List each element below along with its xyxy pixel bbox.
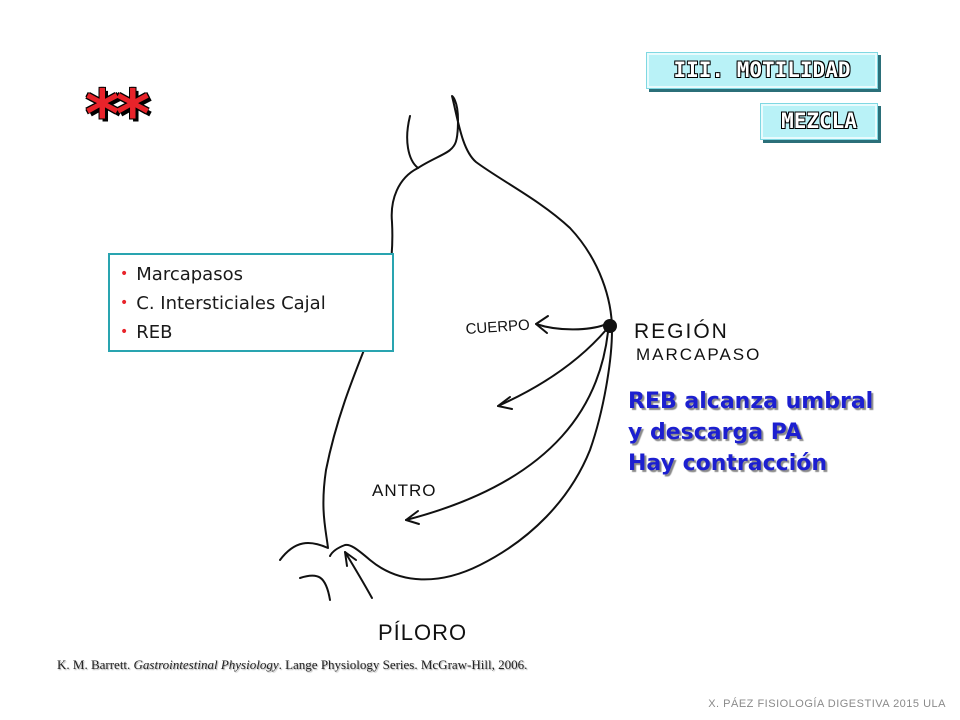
reb-explanation: REB alcanza umbral y descarga PA Hay con… [628,386,873,479]
pacemaker-dot [603,319,617,333]
citation-author: K. M. Barrett. [57,657,134,672]
bullet-item: REB [120,319,382,348]
pylorus-curve [299,574,331,601]
label-marcapaso: MARCAPASO [636,345,761,364]
citation-rest: . Lange Physiology Series. McGraw-Hill, … [278,657,528,672]
citation: K. M. Barrett. Gastrointestinal Physiolo… [57,657,527,673]
reb-line: Hay contracción [628,451,828,476]
bullet-item: C. Intersticiales Cajal [120,290,382,319]
arrow-to-middle [497,329,607,407]
stomach-outline-outer [329,95,613,581]
importance-stars: ** [85,76,150,153]
arrow-to-antro [405,331,609,521]
label-antro: ANTRO [372,481,437,500]
label-region: REGIÓN [634,320,729,343]
arrow-to-piloro [344,551,373,599]
label-cuerpo: CUERPO [465,317,530,338]
reb-line: REB alcanza umbral [628,389,874,414]
citation-title: Gastrointestinal Physiology [133,657,279,672]
label-piloro: PÍLORO [378,620,467,645]
bullet-item: Marcapasos [120,261,382,290]
footer-credit: X. PÁEZ FISIOLOGÍA DIGESTIVA 2015 ULA [708,698,946,710]
arrow-to-cuerpo [535,323,605,331]
section-title-tag: III. MOTILIDAD [646,52,878,89]
reb-line: y descarga PA [628,420,802,445]
stomach-outline-inner [279,167,419,561]
bullet-box: Marcapasos C. Intersticiales Cajal REB [108,253,394,352]
subsection-tag: MEZCLA [760,103,878,140]
